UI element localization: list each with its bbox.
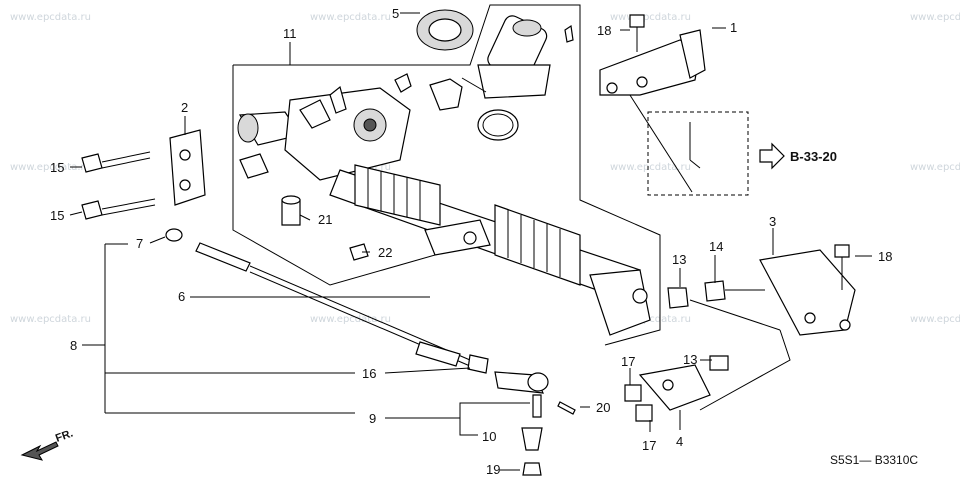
power-motor — [416, 9, 574, 141]
callout-20: 20 — [596, 400, 610, 415]
callout-13-upper: 13 — [672, 252, 686, 267]
callout-7: 7 — [136, 236, 143, 251]
front-direction-indicator: FR. — [20, 427, 75, 461]
callout-15-upper: 15 — [50, 160, 64, 175]
callout-11: 11 — [283, 26, 297, 41]
callout-8: 8 — [70, 338, 77, 353]
watermark-text: www.epcdata.ru — [610, 162, 691, 173]
callout-13-lower: 13 — [683, 352, 697, 367]
callout-4: 4 — [676, 434, 683, 449]
watermark-text: www.epcdata.ru — [910, 12, 960, 23]
watermark-text: www.epcdata.ru — [10, 162, 91, 173]
callout-18-upper: 18 — [597, 23, 611, 38]
callout-17-lower: 17 — [642, 438, 656, 453]
callout-22: 22 — [378, 245, 392, 260]
callout-6: 6 — [178, 289, 185, 304]
callout-18-right: 18 — [878, 249, 892, 264]
reference-dashed-box — [627, 91, 749, 196]
watermark-text: www.epcdata.ru — [310, 314, 391, 325]
diagram-code: S5S1— B3310C — [830, 453, 918, 467]
gearbox-stays — [599, 29, 856, 411]
callout-9: 9 — [369, 411, 376, 426]
leader-lines — [69, 12, 872, 471]
callout-14: 14 — [709, 239, 723, 254]
callout-1: 1 — [730, 20, 737, 35]
watermark-text: www.epcdata.ru — [10, 12, 91, 23]
callout-21: 21 — [318, 212, 332, 227]
callout-5: 5 — [392, 6, 399, 21]
front-label: FR. — [54, 427, 75, 444]
steering-gearbox — [237, 73, 651, 336]
watermark-text: www.epcdata.ru — [10, 314, 91, 325]
callout-labels: 1 2 3 4 5 6 7 8 9 10 11 13 13 14 15 15 1… — [50, 6, 892, 477]
callout-19: 19 — [486, 462, 500, 477]
reference-b-33-20[interactable]: B-33-20 — [790, 149, 837, 164]
assembly-frame-11 — [232, 4, 661, 346]
hardware — [81, 14, 850, 422]
reference-link[interactable]: B-33-20 — [759, 142, 837, 170]
watermark-text: www.epcdata.ru — [910, 162, 960, 173]
watermark-text: www.epcdata.ru — [610, 12, 691, 23]
callout-15-lower: 15 — [50, 208, 64, 223]
callout-17-upper: 17 — [621, 354, 635, 369]
tie-rod-assembly — [195, 242, 576, 476]
callout-10: 10 — [482, 429, 496, 444]
front-arrow-icon — [20, 441, 59, 461]
callout-16: 16 — [362, 366, 376, 381]
arrow-right-icon — [759, 142, 785, 170]
watermark-text: www.epcdata.ru — [310, 12, 391, 23]
callout-2: 2 — [181, 100, 188, 115]
watermark-text: www.epcdata.ru — [910, 314, 960, 325]
callout-3: 3 — [769, 214, 776, 229]
